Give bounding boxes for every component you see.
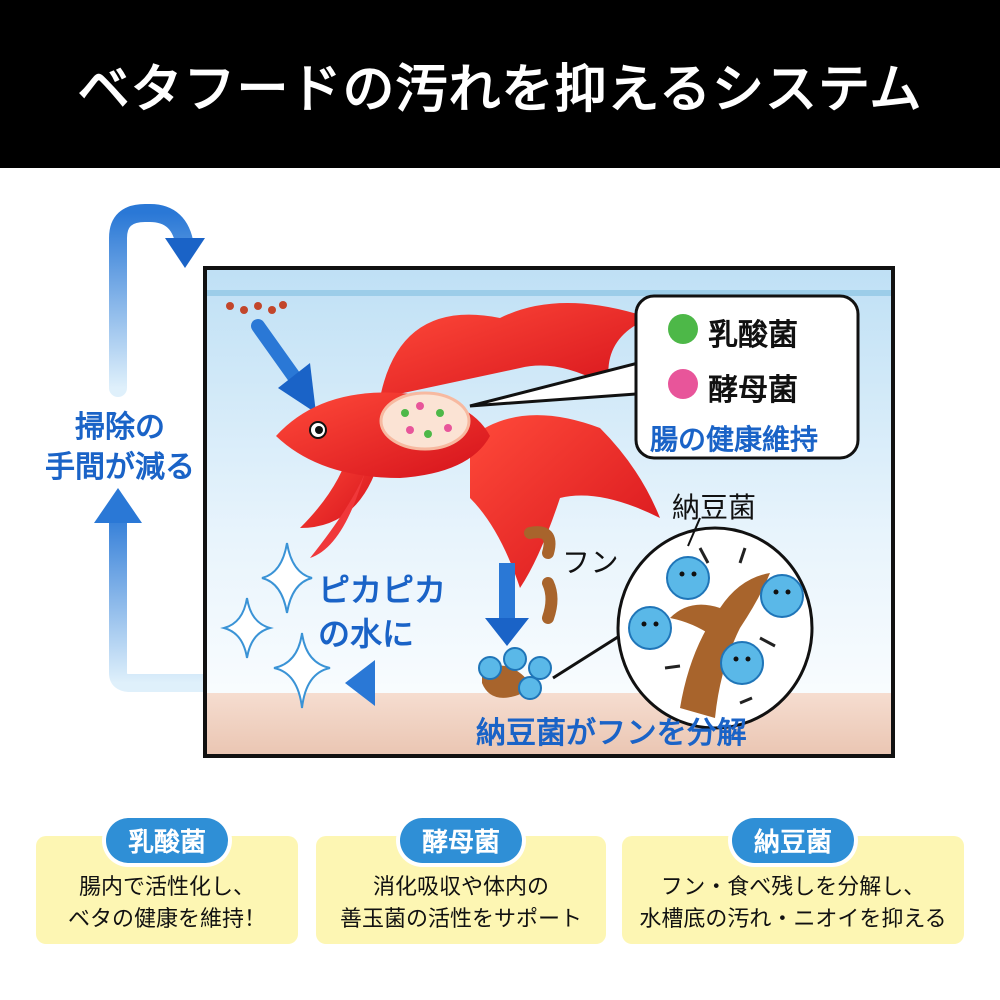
- sparkles: [220, 542, 331, 709]
- card-title: 納豆菌: [731, 818, 855, 863]
- card-lactic-acid: 乳酸菌 腸内で活性化し、 ベタの健康を維持！: [36, 818, 298, 944]
- card-text: フン・食べ残しを分解し、 水槽底の汚れ・ニオイを抑える: [622, 872, 964, 936]
- card-title: 乳酸菌: [105, 818, 229, 863]
- cycle-label: 掃除の 手間が減る: [40, 408, 200, 488]
- bacteria-bubble: [469, 294, 860, 460]
- natto-zoom-circle: [616, 526, 814, 730]
- yeast-dot: [668, 369, 698, 399]
- card-line2: 水槽底の汚れ・ニオイを抑える: [639, 907, 947, 932]
- feeding-arrowhead: [278, 363, 316, 413]
- card-yeast: 酵母菌 消化吸収や体内の 善玉菌の活性をサポート: [316, 818, 606, 944]
- lactic-acid-bacteria-dot: [668, 314, 698, 344]
- natto-label: 納豆菌: [672, 491, 757, 524]
- bubble-caption: 腸の健康維持: [650, 423, 819, 456]
- betta-fish: [276, 303, 660, 588]
- card-line1: フン・食べ残しを分解し、: [660, 875, 926, 900]
- diagram-illustration: [94, 204, 895, 758]
- left-arrowhead: [345, 660, 375, 706]
- bubble-item-yeast: 酵母菌: [708, 373, 798, 408]
- down-arrowhead: [485, 618, 529, 646]
- page-title: ベタフードの汚れを抑えるシステム: [0, 0, 1000, 168]
- feeding-arrow: [251, 319, 302, 385]
- feces-label: フン: [562, 546, 619, 579]
- decompose-label: 納豆菌がフンを分解: [476, 716, 747, 751]
- natto-pointer: [687, 517, 701, 547]
- card-text: 腸内で活性化し、 ベタの健康を維持！: [36, 872, 298, 936]
- card-text: 消化吸収や体内の 善玉菌の活性をサポート: [316, 872, 606, 936]
- card-line1: 腸内で活性化し、: [78, 875, 255, 900]
- feces-bacteria: [478, 647, 552, 700]
- cycle-arrow: [94, 204, 205, 692]
- clean-water-line1: ピカピカ: [318, 571, 447, 609]
- card-natto: 納豆菌 フン・食べ残しを分解し、 水槽底の汚れ・ニオイを抑える: [622, 818, 964, 944]
- clean-water-line2: の水に: [318, 615, 415, 653]
- system-diagram: 掃除の 手間が減る ピカピカ の水に 乳酸菌 酵母菌 腸の健康維持 納豆菌 フン…: [0, 168, 1000, 808]
- clean-water-label: ピカピカ の水に: [318, 568, 446, 656]
- food-pellets: [226, 301, 287, 314]
- card-line2: 善玉菌の活性をサポート: [339, 907, 582, 932]
- cycle-label-line2: 手間が減る: [45, 450, 195, 485]
- card-line1: 消化吸収や体内の: [372, 875, 549, 900]
- card-title: 酵母菌: [399, 818, 523, 863]
- card-line2: ベタの健康を維持！: [67, 907, 266, 932]
- bubble-item-lactic: 乳酸菌: [708, 318, 798, 353]
- cycle-label-line1: 掃除の: [75, 410, 165, 445]
